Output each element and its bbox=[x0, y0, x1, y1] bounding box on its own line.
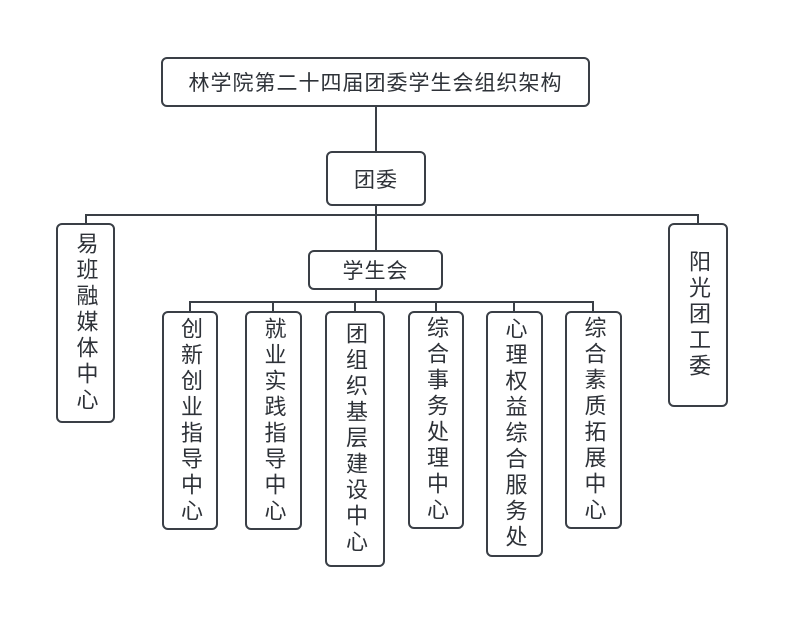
dept-employment-practice-center-label: 就业实践指导中心 bbox=[261, 316, 287, 525]
connector-committee-down bbox=[375, 206, 377, 250]
yiban-media-center-node: 易班融媒体中心 bbox=[56, 223, 115, 423]
connector-drop-dept-employment bbox=[272, 301, 274, 311]
connector-drop-yangguang bbox=[697, 214, 699, 223]
committee-node: 团委 bbox=[326, 151, 426, 206]
dept-general-affairs-center-node: 综合事务处理中心 bbox=[408, 311, 464, 529]
connector-drop-dept-innovation bbox=[189, 301, 191, 311]
dept-innovation-entrepreneurship-center-label: 创新创业指导中心 bbox=[178, 316, 203, 525]
connector-rail-level1 bbox=[85, 214, 699, 216]
dept-comprehensive-quality-development-center-label: 综合素质拓展中心 bbox=[581, 316, 607, 524]
connector-drop-dept-grassroots bbox=[354, 301, 356, 311]
connector-student-union-down bbox=[375, 290, 377, 301]
connector-drop-dept-psychological bbox=[513, 301, 515, 311]
chart-title-node: 林学院第二十四届团委学生会组织架构 bbox=[161, 57, 590, 107]
chart-title-label: 林学院第二十四届团委学生会组织架构 bbox=[188, 72, 563, 95]
dept-league-grassroots-construction-center-label: 团组织基层建设中心 bbox=[343, 322, 368, 556]
dept-league-grassroots-construction-center-node: 团组织基层建设中心 bbox=[325, 311, 385, 567]
dept-psychological-rights-service-office-node: 心理权益综合服务处 bbox=[486, 311, 543, 557]
committee-label: 团委 bbox=[354, 168, 398, 192]
connector-rail-level2 bbox=[189, 301, 594, 303]
connector-drop-yiban bbox=[85, 214, 87, 223]
student-union-label: 学生会 bbox=[342, 260, 409, 283]
sunshine-league-committee-label: 阳光团工委 bbox=[686, 250, 711, 380]
sunshine-league-committee-node: 阳光团工委 bbox=[668, 223, 728, 407]
connector-drop-dept-affairs bbox=[435, 301, 437, 311]
connector-title-to-committee bbox=[375, 107, 377, 151]
dept-comprehensive-quality-development-center-node: 综合素质拓展中心 bbox=[565, 311, 622, 529]
dept-employment-practice-center-node: 就业实践指导中心 bbox=[245, 311, 302, 530]
dept-general-affairs-center-label: 综合事务处理中心 bbox=[424, 316, 449, 524]
dept-psychological-rights-service-office-label: 心理权益综合服务处 bbox=[502, 317, 528, 551]
dept-innovation-entrepreneurship-center-node: 创新创业指导中心 bbox=[162, 311, 218, 530]
yiban-media-center-label: 易班融媒体中心 bbox=[73, 232, 99, 414]
student-union-node: 学生会 bbox=[308, 250, 443, 290]
connector-drop-dept-quality bbox=[592, 301, 594, 311]
